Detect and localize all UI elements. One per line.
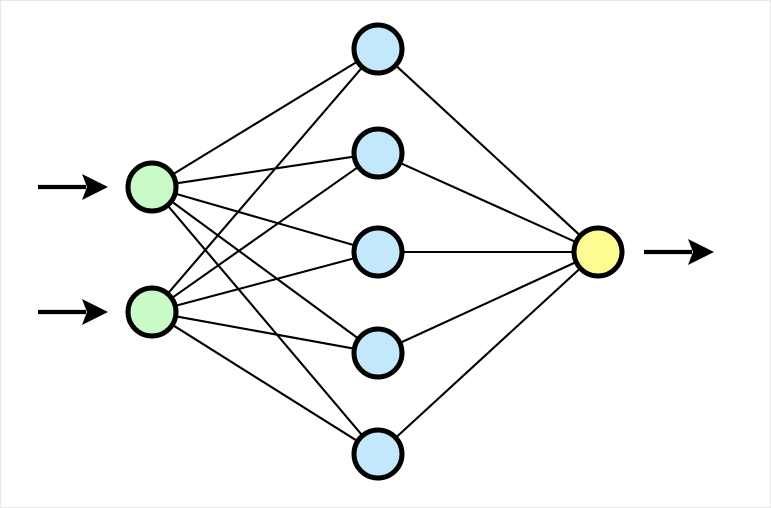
node-h1[interactable]: [351, 22, 405, 76]
output-arrow-head: [688, 239, 714, 265]
edge-i2-h2: [171, 166, 359, 299]
edge-h1-o1: [395, 65, 581, 236]
input-arrow-2-head: [82, 299, 108, 325]
edge-h2-o1: [400, 162, 576, 243]
edge-i2-h5: [172, 324, 358, 442]
edge-i1-h5: [167, 205, 363, 436]
node-h4[interactable]: [351, 326, 405, 380]
edge-i1-h1: [172, 61, 358, 175]
input-arrow-1: [38, 174, 108, 200]
output-arrow: [644, 239, 714, 265]
edge-h4-o1: [400, 261, 576, 344]
edge-i1-h2: [176, 155, 354, 185]
output-layer: [571, 225, 625, 279]
hidden-layer: [351, 22, 405, 481]
edge-i2-h4: [176, 315, 354, 350]
node-i1[interactable]: [125, 160, 179, 214]
node-h5[interactable]: [351, 427, 405, 481]
node-o1[interactable]: [571, 225, 625, 279]
nodes-group: [125, 22, 625, 481]
edges-group: [167, 61, 581, 442]
node-h3[interactable]: [351, 225, 405, 279]
edge-i2-h3: [175, 257, 355, 307]
edge-i1-h3: [175, 192, 355, 247]
edge-i2-h1: [167, 67, 363, 294]
input-arrow-1-head: [82, 174, 108, 200]
input-layer: [125, 160, 179, 339]
node-i2[interactable]: [125, 285, 179, 339]
node-h2[interactable]: [351, 126, 405, 180]
edge-h5-o1: [395, 268, 581, 438]
edge-i1-h4: [171, 201, 359, 339]
arrows-group: [38, 174, 714, 325]
input-arrow-2: [38, 299, 108, 325]
